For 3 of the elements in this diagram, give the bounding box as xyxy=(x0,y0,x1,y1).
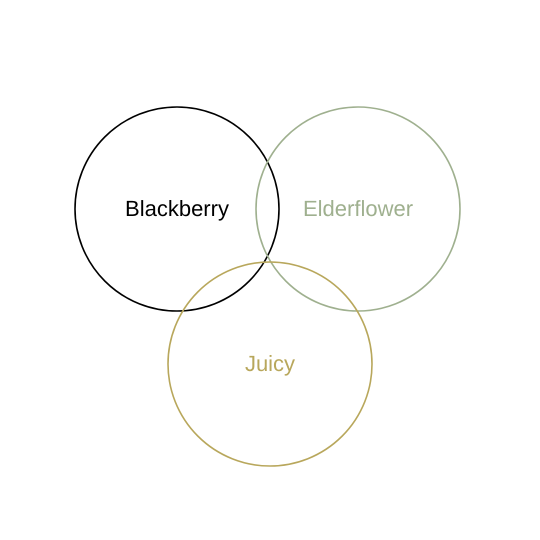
set-label: Juicy xyxy=(244,351,296,377)
set-label: Blackberry xyxy=(125,196,229,222)
set-label: Elderflower xyxy=(302,196,414,222)
